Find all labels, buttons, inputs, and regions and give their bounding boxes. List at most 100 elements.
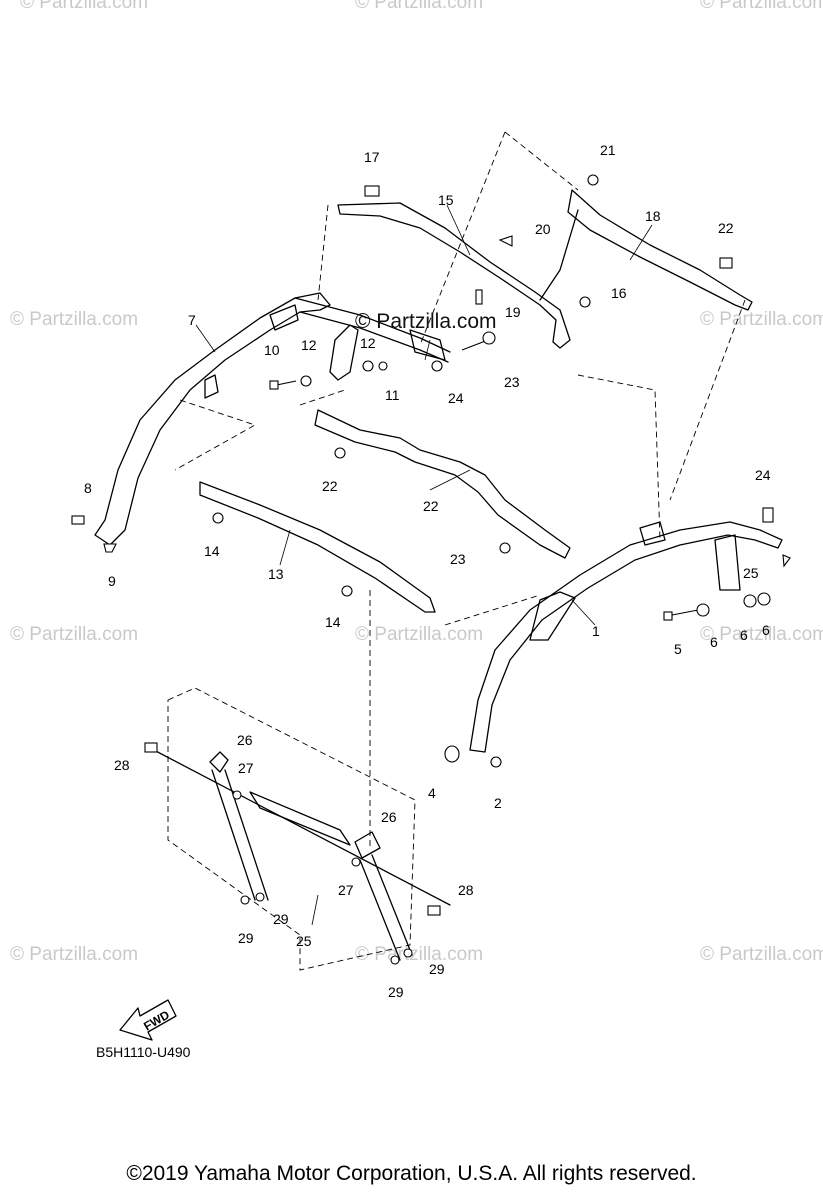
callout-20: 21: [600, 142, 616, 158]
callout-23-b: 24: [755, 467, 771, 483]
part-25-box: [167, 687, 416, 971]
part-25-right-strap: [359, 859, 401, 961]
callout-12: 12: [301, 337, 317, 353]
leader-1: [571, 599, 596, 626]
callout-14-b: 14: [325, 614, 341, 630]
watermark: © Partzilla.com: [355, 944, 483, 965]
callout-13: 13: [268, 566, 284, 582]
bolt-28-b: [427, 905, 441, 916]
leader-21-up: [424, 339, 431, 361]
copyright-notice: ©2019 Yamaha Motor Corporation, U.S.A. A…: [126, 1162, 697, 1185]
callout-16: 17: [364, 149, 380, 165]
washer-6: [696, 603, 710, 617]
callout-26-b: 26: [381, 809, 397, 825]
callout-28: 28: [114, 757, 130, 773]
watermark: © Partzilla.com: [20, 0, 148, 13]
callout-29-d: 29: [388, 984, 404, 1000]
ref-line: [174, 399, 257, 471]
callout-7: 7: [188, 312, 196, 328]
callout-22: 22: [322, 478, 338, 494]
callout-21: 22: [423, 498, 439, 514]
callout-26: 26: [237, 732, 253, 748]
watermark: © Partzilla.com: [10, 624, 138, 645]
callout-24: 24: [448, 390, 464, 406]
nut-11: [378, 361, 388, 371]
part-7-plate: [269, 304, 299, 331]
callout-14: 14: [204, 543, 220, 559]
bolt-16: [364, 185, 380, 197]
watermark: © Partzilla.com: [10, 309, 138, 330]
bolt-14-b: [341, 585, 353, 597]
bolt-20: [719, 257, 733, 269]
callout-15: 15: [438, 192, 454, 208]
callout-24-b: 25: [743, 565, 759, 581]
part-25-left-strap-2: [224, 769, 269, 901]
callout-11: 11: [385, 387, 400, 403]
part-7-bracket: [204, 374, 219, 399]
bolt-29-b: [255, 892, 265, 902]
callout-17: 18: [645, 208, 661, 224]
callout-18: 19: [505, 304, 521, 320]
part-15-bracket: [409, 329, 446, 361]
leader-15: [446, 204, 471, 256]
callout-6: 6: [710, 634, 718, 650]
callout-27: 27: [238, 760, 254, 776]
part-21-bar: [314, 409, 571, 559]
part-7-crossbar: [294, 297, 451, 353]
watermark: © Partzilla.com: [355, 0, 483, 13]
part-1-bracket: [639, 521, 666, 546]
bolt-29: [240, 895, 250, 905]
nut-16: [579, 296, 591, 308]
watermark: © Partzilla.com: [10, 944, 138, 965]
part-25-right-strap-2: [371, 854, 413, 956]
washer-6-b: [743, 594, 757, 608]
part-1-pillar: [469, 521, 783, 753]
bolt-14: [212, 512, 224, 524]
clip-24: [431, 360, 443, 372]
callout-10: 10: [264, 342, 280, 358]
washer-12-b: [362, 360, 374, 372]
part-25-axis: [149, 747, 451, 906]
callout-2: 2: [494, 795, 502, 811]
part-25-left-strap: [211, 769, 256, 901]
watermark: © Partzilla.com: [355, 624, 483, 645]
callout-29-b: 29: [238, 930, 254, 946]
part-17-bar: [567, 189, 753, 311]
watermarks: © Partzilla.com © Partzilla.com © Partzi…: [10, 0, 823, 965]
part-13-bar: [199, 481, 436, 613]
bolt-18: [475, 289, 483, 305]
callout-3: 4: [428, 785, 436, 801]
callout-9: 9: [108, 573, 116, 589]
fwd-arrow: [119, 999, 177, 1041]
washer-5: [757, 592, 771, 606]
fwd-label: FWD: [141, 1007, 172, 1033]
fasteners: [71, 174, 791, 965]
callout-5: 6: [762, 622, 770, 638]
diagram-code: B5H1110-U490: [96, 1044, 191, 1060]
bolt-29-d: [403, 948, 413, 958]
callout-27-b: 27: [338, 882, 354, 898]
ref-line: [444, 594, 541, 626]
callout-28-b: 28: [458, 882, 474, 898]
washer-3: [444, 745, 460, 763]
callout-22-b: 23: [450, 551, 466, 567]
parts-linework: [94, 189, 783, 1041]
callout-19: 20: [535, 221, 551, 237]
leader-25: [311, 894, 319, 926]
callout-23: 23: [504, 374, 520, 390]
part-1-gusset: [529, 591, 576, 641]
ref-line: [299, 389, 346, 406]
callout-1: 1: [592, 623, 600, 639]
bolt-23-b: [762, 507, 774, 523]
callout-4: 5: [674, 641, 682, 657]
part-25-belt: [249, 791, 351, 846]
bolt-28: [144, 742, 158, 753]
bolt-4: [663, 611, 673, 621]
bolt-10: [269, 380, 279, 390]
leader-7: [195, 324, 216, 353]
part-7-pillar: [94, 292, 331, 546]
callout-12-b: 12: [360, 335, 376, 351]
part-15-bar: [337, 202, 571, 349]
part-1-plate: [714, 534, 741, 591]
